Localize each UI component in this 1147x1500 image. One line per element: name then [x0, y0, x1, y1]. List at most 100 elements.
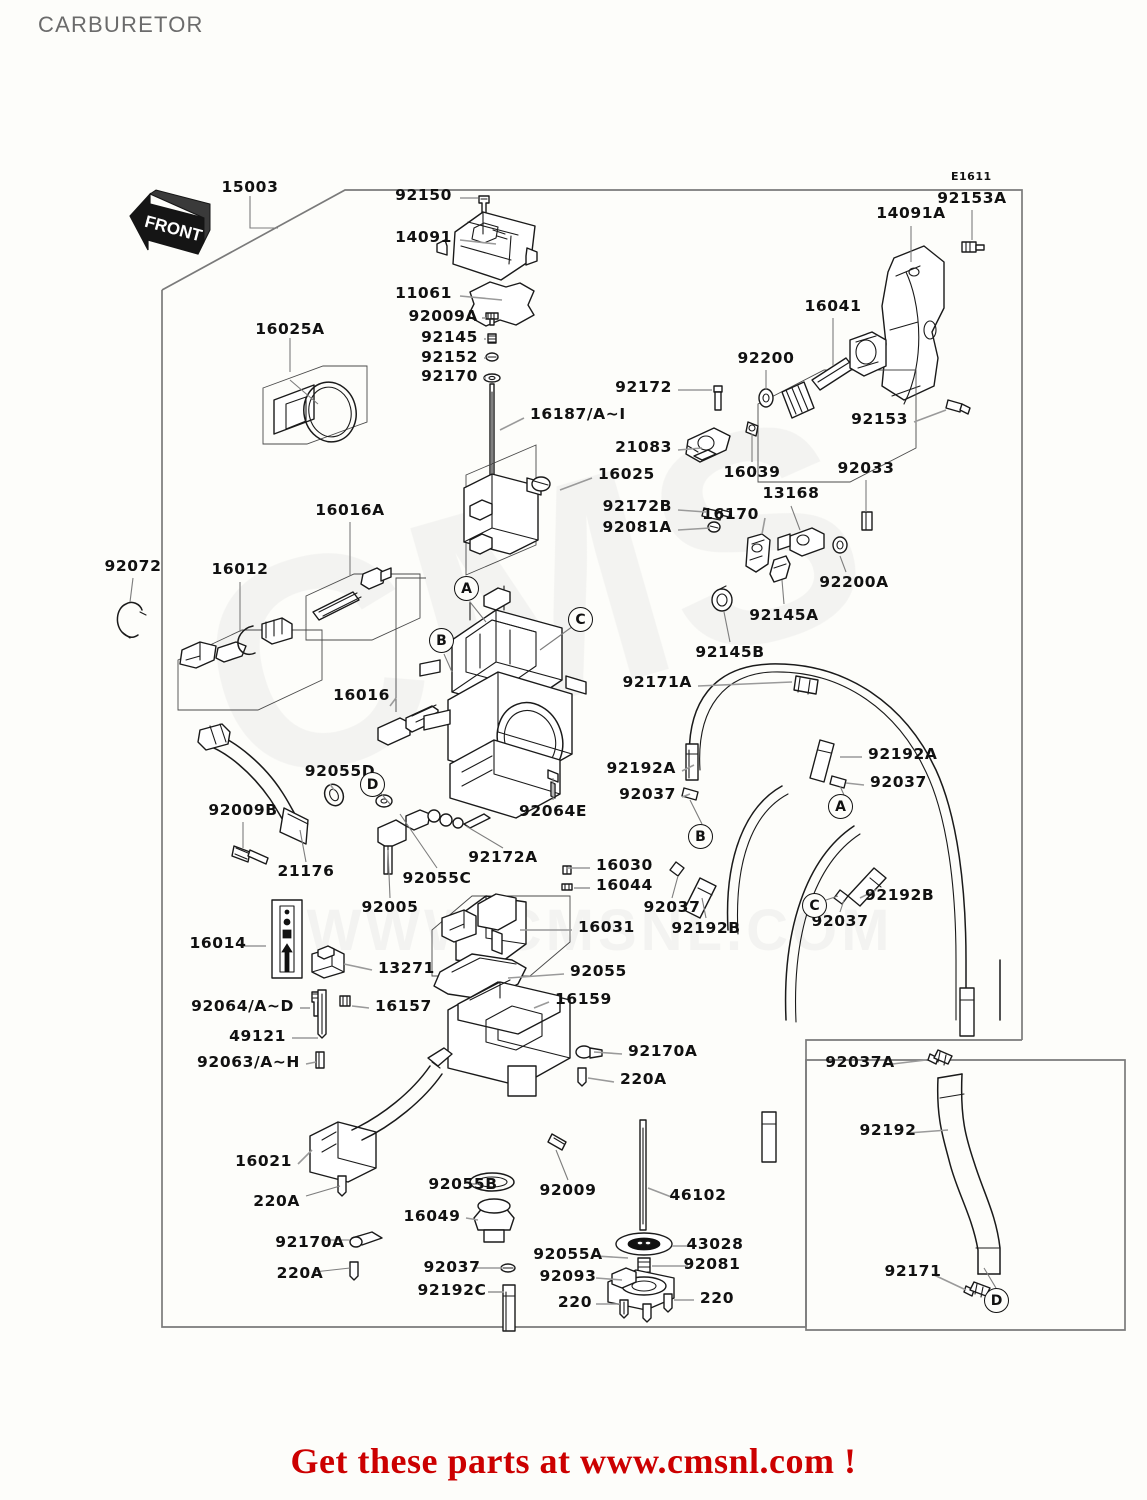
- part-label-92055C[interactable]: 92055C: [402, 869, 472, 887]
- part-220A-bowl: [577, 1067, 587, 1087]
- callout-A-body[interactable]: A: [454, 576, 479, 601]
- part-label-46102[interactable]: 46102: [669, 1186, 727, 1204]
- part-label-92037[interactable]: 92037: [619, 785, 676, 803]
- part-label-92037[interactable]: 92037: [423, 1258, 481, 1276]
- part-label-92172A[interactable]: 92172A: [468, 848, 538, 866]
- part-label-92081A[interactable]: 92081A: [602, 518, 672, 536]
- part-label-92055D[interactable]: 92055D: [304, 762, 376, 780]
- callout-C-hose[interactable]: C: [802, 893, 827, 918]
- part-label-92093[interactable]: 92093: [539, 1267, 597, 1285]
- part-label-14091A[interactable]: 14091A: [876, 204, 946, 222]
- part-label-16039[interactable]: 16039: [723, 463, 781, 481]
- part-label-16016[interactable]: 16016: [333, 686, 390, 704]
- part-label-92192A[interactable]: 92192A: [606, 759, 676, 777]
- part-label-92172B[interactable]: 92172B: [602, 497, 672, 515]
- part-label-92170[interactable]: 92170: [421, 367, 478, 385]
- part-220A-upper: [337, 1175, 347, 1197]
- part-label-21083[interactable]: 21083: [615, 438, 672, 456]
- part-label-92009A[interactable]: 92009A: [408, 307, 478, 325]
- part-label-92009B[interactable]: 92009B: [208, 801, 278, 819]
- part-label-92055A[interactable]: 92055A: [533, 1245, 603, 1263]
- part-label-92063-A-H[interactable]: 92063/A~H: [197, 1053, 300, 1071]
- part-label-92005[interactable]: 92005: [361, 898, 419, 916]
- part-label-21176[interactable]: 21176: [277, 862, 335, 880]
- callout-C-body[interactable]: C: [568, 607, 593, 632]
- part-label-16170[interactable]: 16170: [702, 505, 759, 523]
- part-label-92145[interactable]: 92145: [421, 328, 478, 346]
- part-label-220A[interactable]: 220A: [620, 1070, 667, 1088]
- part-label-16012[interactable]: 16012: [211, 560, 269, 578]
- part-label-92145A[interactable]: 92145A: [749, 606, 819, 624]
- part-label-92033[interactable]: 92033: [837, 459, 895, 477]
- part-label-16016A[interactable]: 16016A: [315, 501, 385, 519]
- part-label-92064-A-D[interactable]: 92064/A~D: [191, 997, 294, 1015]
- part-label-92037[interactable]: 92037: [870, 773, 927, 791]
- part-label-92150[interactable]: 92150: [395, 186, 452, 204]
- part-label-16041[interactable]: 16041: [804, 297, 862, 315]
- part-label-220[interactable]: 220: [557, 1293, 593, 1311]
- part-label-92170A[interactable]: 92170A: [628, 1042, 698, 1060]
- part-label-92200[interactable]: 92200: [737, 349, 795, 367]
- part-label-92152[interactable]: 92152: [421, 348, 478, 366]
- part-label-13271[interactable]: 13271: [378, 959, 435, 977]
- part-label-92037[interactable]: 92037: [643, 898, 701, 916]
- part-92064E: [547, 769, 559, 799]
- callout-A-hose[interactable]: A: [828, 794, 853, 819]
- part-label-43028[interactable]: 43028: [686, 1235, 744, 1253]
- part-label-16025[interactable]: 16025: [598, 465, 655, 483]
- part-label-92037A[interactable]: 92037A: [825, 1053, 895, 1071]
- part-label-11061[interactable]: 11061: [395, 284, 452, 302]
- part-label-92192C[interactable]: 92192C: [417, 1281, 487, 1299]
- part-label-92192A[interactable]: 92192A: [868, 745, 938, 763]
- callout-D-inset[interactable]: D: [984, 1288, 1009, 1313]
- part-label-220[interactable]: 220: [699, 1289, 735, 1307]
- part-label-92145B[interactable]: 92145B: [695, 643, 765, 661]
- part-label-16030[interactable]: 16030: [596, 856, 653, 874]
- part-label-92171[interactable]: 92171: [884, 1262, 942, 1280]
- part-label-92170A[interactable]: 92170A: [275, 1233, 345, 1251]
- group-16012: [177, 617, 323, 711]
- part-label-92192B[interactable]: 92192B: [671, 919, 741, 937]
- part-label-16031[interactable]: 16031: [578, 918, 635, 936]
- part-label-49121[interactable]: 49121: [229, 1027, 286, 1045]
- part-label-92171A[interactable]: 92171A: [622, 673, 692, 691]
- part-92172-r: [713, 385, 723, 411]
- part-label-92081[interactable]: 92081: [683, 1255, 741, 1273]
- callout-B-body[interactable]: B: [429, 628, 454, 653]
- part-label-92072[interactable]: 92072: [104, 557, 162, 575]
- part-label-92153A[interactable]: 92153A: [937, 189, 1007, 207]
- callout-D-body[interactable]: D: [360, 772, 385, 797]
- part-label-92055B[interactable]: 92055B: [428, 1175, 498, 1193]
- part-label-92153[interactable]: 92153: [851, 410, 908, 428]
- part-92037-low: [500, 1263, 516, 1273]
- part-label-92055[interactable]: 92055: [570, 962, 627, 980]
- part-label-14091[interactable]: 14091: [395, 228, 452, 246]
- part-label-92037[interactable]: 92037: [811, 912, 869, 930]
- part-220-left: [619, 1299, 629, 1319]
- part-label-92200A[interactable]: 92200A: [819, 573, 889, 591]
- part-label-16014[interactable]: 16014: [189, 934, 247, 952]
- leader-lines: [129, 196, 997, 1305]
- part-220-mid: [642, 1303, 652, 1323]
- part-label-16049[interactable]: 16049: [403, 1207, 461, 1225]
- diagram-reference-code: E1611: [951, 170, 992, 183]
- part-label-92192B[interactable]: 92192B: [865, 886, 935, 904]
- part-label-16044[interactable]: 16044: [596, 876, 653, 894]
- part-92145A: [769, 555, 791, 583]
- callout-B-hose[interactable]: B: [688, 824, 713, 849]
- part-label-220A[interactable]: 220A: [253, 1192, 300, 1210]
- part-label-92192[interactable]: 92192: [859, 1121, 917, 1139]
- part-label-16159[interactable]: 16159: [555, 990, 612, 1008]
- part-label-92009[interactable]: 92009: [539, 1181, 597, 1199]
- part-label-15003[interactable]: 15003: [221, 178, 279, 196]
- part-92063: [315, 1051, 325, 1069]
- part-label-220A[interactable]: 220A: [276, 1264, 324, 1282]
- part-label-16187-A-I[interactable]: 16187/A~I: [530, 405, 626, 423]
- part-label-16157[interactable]: 16157: [375, 997, 432, 1015]
- part-label-92172[interactable]: 92172: [615, 378, 672, 396]
- part-label-92064E[interactable]: 92064E: [518, 802, 588, 820]
- part-label-13168[interactable]: 13168: [762, 484, 820, 502]
- main-frame-left: [161, 290, 806, 1328]
- part-label-16021[interactable]: 16021: [235, 1152, 292, 1170]
- part-label-16025A[interactable]: 16025A: [255, 320, 325, 338]
